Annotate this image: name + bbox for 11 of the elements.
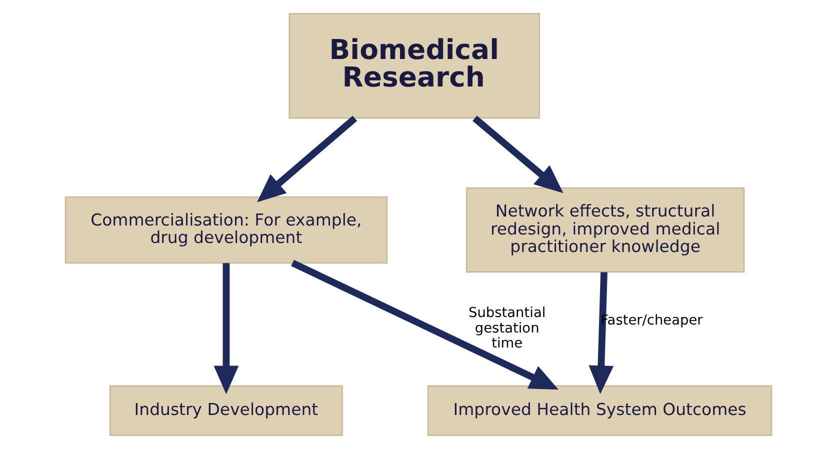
edge-label: Substantial gestation time (468, 305, 546, 352)
node-box: Commercialisation: For example, drug development (64, 196, 388, 264)
node-box: Improved Health System Outcomes (426, 385, 772, 436)
node-box: Network effects, structural redesign, improved medical practitioner knowledge (465, 187, 744, 273)
node-box: Industry Development (108, 385, 342, 436)
arrow (290, 260, 558, 390)
arrow (472, 116, 563, 194)
arrow (588, 272, 614, 394)
arrow (256, 116, 357, 202)
node-box: Biomedical Research (288, 12, 540, 119)
arrow (213, 263, 238, 394)
